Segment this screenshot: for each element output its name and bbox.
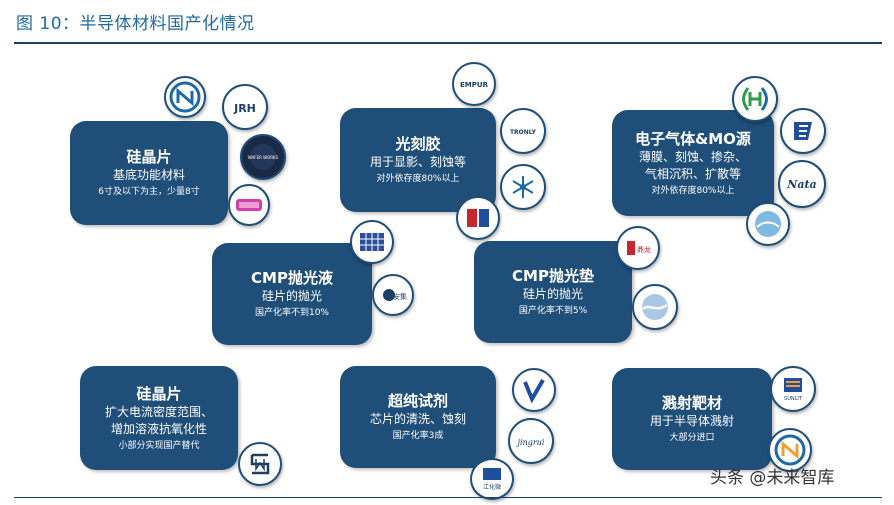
company-logo-jrh: JRH (222, 84, 268, 130)
box-note: 国产化率不到10% (254, 308, 329, 318)
box-sputter-target: 溅射靶材 用于半导体溅射 大部分进口 (612, 368, 772, 470)
box-silicon-wafer-substrate: 硅晶片 基底功能材料 6寸及以下为主，少量8寸 (70, 121, 228, 225)
company-logo-wave-icon (632, 284, 678, 330)
box-subtitle: 用于半导体溅射 (649, 414, 734, 428)
box-heading: 溅射靶材 (661, 394, 722, 412)
company-logo-blue-flag-icon (780, 108, 826, 154)
box-subtitle: 用于显影、刻蚀等 (369, 155, 466, 169)
box-subtitle-line1: 扩大电流密度范围、 (104, 404, 213, 419)
company-logo-snowflake-icon (500, 164, 546, 210)
company-logo-n-icon-2 (768, 428, 812, 472)
company-logo-sm-icon (238, 442, 282, 486)
box-heading: CMP抛光液 (251, 269, 333, 287)
box-heading: 光刻胶 (395, 135, 441, 153)
figure-title: 图 10：半导体材料国产化情况 (16, 14, 255, 34)
box-ultrapure-reagent: 超纯试剂 芯片的清洗、蚀刻 国产化率3成 (340, 366, 496, 468)
box-heading: 超纯试剂 (387, 392, 448, 410)
company-logo-empur: EMPUR (452, 62, 496, 106)
company-logo-dinglong: 鼎龙 (616, 226, 660, 270)
box-note: 国产化率3成 (392, 431, 444, 441)
bottom-divider (14, 497, 882, 498)
box-cmp-pad: CMP抛光垫 硅片的抛光 国产化率不到5% (474, 241, 632, 343)
box-subtitle-line2: 气相沉积、扩散等 (644, 166, 741, 181)
company-logo-red-blue-icon (456, 196, 500, 240)
logo-text-dinglong: 鼎龙 (637, 245, 651, 254)
box-note: 大部分进口 (669, 433, 715, 443)
company-logo-anji: 安集 (372, 274, 414, 316)
box-heading: CMP抛光垫 (512, 267, 594, 285)
box-cmp-slurry: CMP抛光液 硅片的抛光 国产化率不到10% (212, 243, 372, 345)
box-subtitle: 硅片的抛光 (261, 289, 322, 303)
box-note: 小部分实现国产替代 (118, 440, 200, 451)
company-logo-globe-icon (746, 202, 790, 246)
company-logo-sunlit: SUNLIT (770, 366, 816, 412)
box-heading: 硅晶片 (136, 384, 182, 403)
box-subtitle: 芯片的清洗、蚀刻 (369, 412, 466, 426)
logo-text-empur: EMPUR (460, 81, 489, 89)
box-note: 对外依存度80%以上 (376, 174, 460, 184)
box-note: 国产化率不到5% (518, 306, 588, 316)
logo-text-tronly: TRONLY (510, 129, 537, 136)
logo-text-jrh: JRH (233, 102, 256, 115)
box-electronic-gas: 电子气体&MO源 薄膜、刻蚀、掺杂、 气相沉积、扩散等 对外依存度80%以上 (612, 110, 774, 216)
box-subtitle: 硅片的抛光 (522, 287, 583, 301)
logo-text-wafer-works: WAFER WORKS (248, 155, 279, 160)
company-logo-tronly: TRONLY (500, 108, 546, 154)
box-photoresist: 光刻胶 用于显影、刻蚀等 对外依存度80%以上 (340, 108, 496, 212)
company-logo-wafer-works: WAFER WORKS (240, 134, 286, 180)
company-logo-solar-panel-icon (350, 220, 394, 264)
company-logo-n-icon (164, 76, 206, 118)
box-heading: 硅晶片 (126, 148, 172, 166)
company-logo-nata: Nata (778, 160, 826, 208)
box-note: 6寸及以下为主，少量8寸 (98, 187, 200, 197)
logo-text-anji: 安集 (393, 292, 407, 301)
box-note: 对外依存度80%以上 (651, 185, 735, 196)
box-heading: 电子气体&MO源 (635, 129, 751, 148)
company-logo-pink-icon (228, 184, 270, 226)
logo-text-jianghua: 江化微 (483, 483, 501, 491)
company-logo-checkmark-icon (512, 368, 556, 412)
company-logo-jingrui: jingrui (508, 418, 554, 464)
top-divider (14, 42, 882, 44)
watermark-text: 头条 @未来智库 (710, 468, 835, 488)
company-logo-green-h-icon (732, 76, 778, 122)
box-subtitle-line2: 增加溶液抗氧化性 (110, 421, 207, 436)
logo-text-nata: Nata (786, 178, 816, 191)
logo-text-sunlit: SUNLIT (784, 396, 803, 402)
box-subtitle: 基底功能材料 (112, 168, 185, 182)
box-silicon-wafer-current: 硅晶片 扩大电流密度范围、 增加溶液抗氧化性 小部分实现国产替代 (80, 366, 238, 470)
company-logo-jianghua: 江化微 (470, 458, 514, 500)
logo-text-jingrui: jingrui (516, 438, 545, 447)
box-subtitle-line1: 薄膜、刻蚀、掺杂、 (638, 149, 747, 164)
